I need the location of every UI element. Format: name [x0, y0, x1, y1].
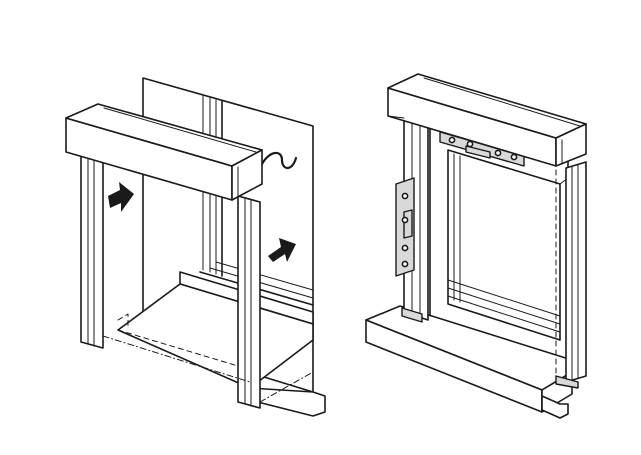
frame-right-rail-assembled — [555, 161, 587, 389]
placement-guide — [102, 335, 251, 383]
break-line-icon — [260, 151, 298, 170]
box-housing-left — [65, 103, 263, 201]
insert-arrow-icon — [268, 238, 296, 262]
placement-guide — [117, 313, 129, 327]
frame-right-rail — [237, 195, 261, 409]
window-sill — [365, 305, 573, 419]
window-frame — [429, 117, 569, 365]
box-housing-right — [387, 73, 587, 167]
insert-arrow-icon — [108, 182, 134, 212]
right-panel-assembled-view — [365, 73, 587, 419]
frame-left-rail — [80, 149, 104, 349]
placement-guide — [117, 329, 239, 367]
placement-guide — [259, 371, 314, 403]
mounting-bracket-icon — [395, 177, 415, 277]
left-panel-exploded-view — [65, 77, 326, 417]
